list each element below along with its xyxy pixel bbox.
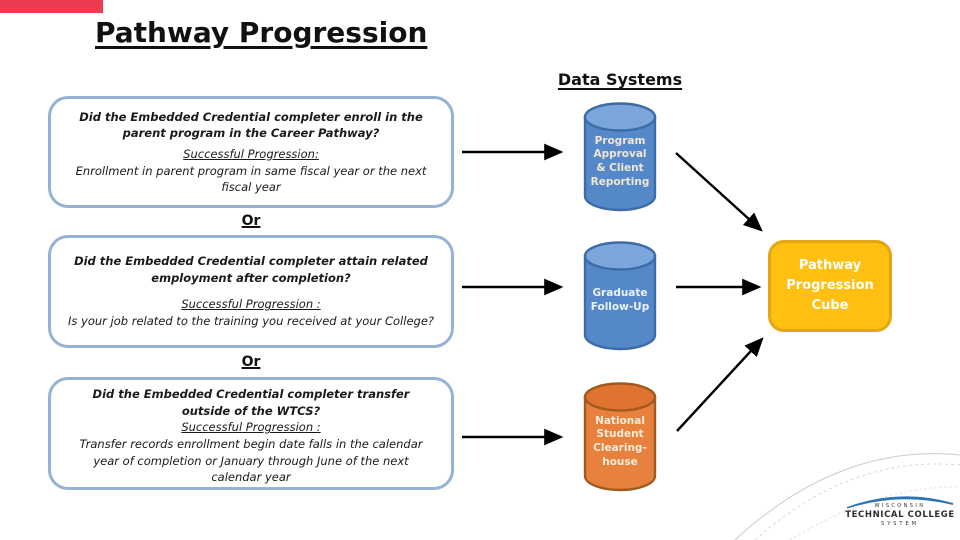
or-label-1: Or [241, 213, 261, 229]
data-systems-heading: Data Systems [557, 70, 683, 89]
cylinder-label: Program Approval & Client Reporting [583, 117, 657, 207]
question-text: Did the Embedded Credential completer tr… [92, 387, 410, 418]
cylinder-label-line: Graduate [592, 287, 648, 300]
logo-line-technical-college: TECHNICAL COLLEGE [845, 510, 955, 520]
successful-progression-label: Successful Progression : [181, 420, 321, 435]
cylinder-label-line: Program [594, 134, 646, 147]
logo-line-system: SYSTEM [881, 520, 919, 527]
successful-progression-detail: Transfer records enrollment begin date f… [79, 437, 423, 484]
successful-progression-label: Successful Progression : [181, 297, 321, 312]
cylinder-label-line: house [602, 455, 638, 468]
successful-progression-detail: Enrollment in parent program in same fis… [75, 164, 427, 195]
cylinder-shape-icon [583, 382, 657, 492]
arrow-cylinder1-to-cube [675, 152, 763, 232]
cylinder-label-line: National [595, 414, 645, 427]
accent-bar [0, 0, 103, 13]
cylinder-shape-icon [583, 102, 657, 212]
or-label-2: Or [241, 354, 261, 370]
question-box-transfer: Did the Embedded Credential completer tr… [48, 377, 454, 490]
successful-progression-detail: Is your job related to the training you … [67, 314, 434, 329]
cylinder-label: Graduate Follow-Up [583, 256, 657, 346]
question-box-employment: Did the Embedded Credential completer at… [48, 235, 454, 348]
question-box-enrollment: Did the Embedded Credential completer en… [48, 96, 454, 208]
cylinder-label-line: Approval [593, 148, 647, 161]
logo-line-wisconsin: WISCONSIN [874, 503, 926, 509]
question-text: Did the Embedded Credential completer en… [79, 109, 423, 141]
cylinder-label-line: & Client [596, 162, 644, 174]
cylinder-label-line: Reporting [590, 175, 650, 188]
cylinder-label-line: Clearing- [593, 442, 647, 454]
pathway-progression-cube: Pathway Progression Cube [768, 240, 892, 332]
cylinder-shape-icon [583, 241, 657, 351]
cylinder-label: National Student Clearing- house [583, 397, 657, 487]
successful-progression-label: Successful Progression: [183, 146, 319, 161]
database-cylinder-program-approval: Program Approval & Client Reporting [583, 101, 657, 213]
cylinder-label-line: Student [596, 428, 644, 441]
page-title: Pathway Progression [95, 16, 428, 49]
question-text: Did the Embedded Credential completer at… [74, 254, 428, 286]
arrow-cylinder3-to-cube [676, 337, 764, 432]
logo-swoosh-icon [847, 496, 953, 509]
cube-label: Pathway Progression Cube [786, 257, 874, 314]
wtcs-logo: WISCONSIN TECHNICAL COLLEGE SYSTEM [843, 492, 957, 528]
database-cylinder-national-student-clearinghouse: National Student Clearing- house [583, 381, 657, 493]
cylinder-label-line: Follow-Up [590, 301, 650, 313]
database-cylinder-graduate-follow-up: Graduate Follow-Up [583, 240, 657, 352]
